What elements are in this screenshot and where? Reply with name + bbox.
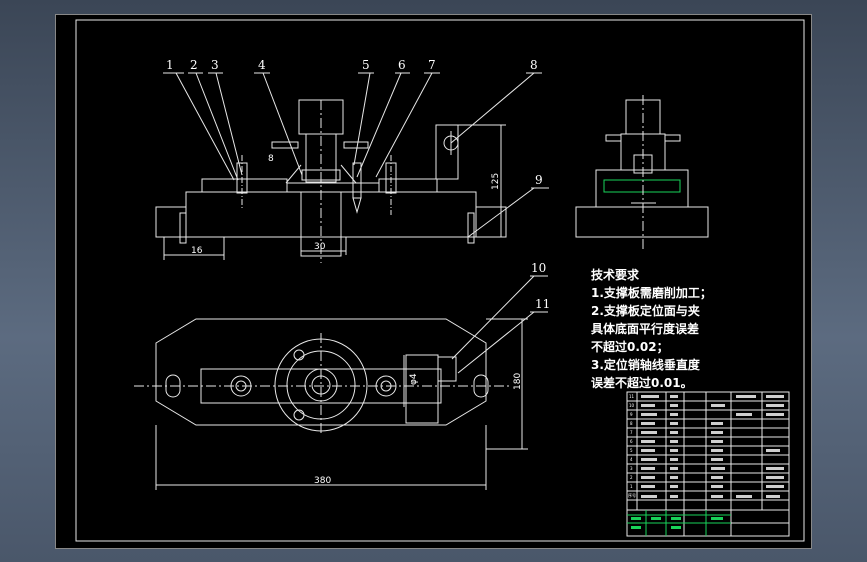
bom-row-11: 11 xyxy=(629,394,635,399)
bom-row-2: 2 xyxy=(630,475,633,480)
tech-line-3: 具体底面平行度误差 xyxy=(591,321,699,336)
bom-row-1: 1 xyxy=(630,484,633,489)
dim-left: 16 xyxy=(191,246,203,256)
label-11: 11 xyxy=(535,297,550,311)
bom-row-7: 7 xyxy=(630,430,633,435)
bom-row-4: 4 xyxy=(630,457,633,462)
tech-line-2: 2.支撑板定位面与夹 xyxy=(591,303,700,318)
label-4: 4 xyxy=(258,58,266,72)
top-view xyxy=(134,318,528,490)
inner-border xyxy=(75,19,805,542)
label-2: 2 xyxy=(190,58,198,72)
tech-title: 技术要求 xyxy=(591,267,640,282)
dim-mid: 30 xyxy=(314,242,326,252)
tech-line-6: 误差不超过0.01。 xyxy=(591,375,693,390)
bom-row-8: 8 xyxy=(630,421,633,426)
dim-width: 180 xyxy=(513,373,523,390)
leader-lines xyxy=(163,72,549,374)
bom-row-6: 6 xyxy=(630,439,633,444)
label-3: 3 xyxy=(211,58,219,72)
label-5: 5 xyxy=(362,58,370,72)
drawing-sheet: 1 2 3 4 5 6 7 8 9 10 11 8 16 30 125 xyxy=(55,14,812,549)
label-6: 6 xyxy=(398,58,406,72)
part-labels: 1 2 3 4 5 6 7 8 9 10 11 xyxy=(166,58,550,311)
label-9: 9 xyxy=(535,173,543,187)
front-section-view xyxy=(155,99,507,263)
tech-line-1: 1.支撑板需磨削加工； xyxy=(591,285,712,300)
bom-row-10: 10 xyxy=(629,403,635,408)
bom-row-3: 3 xyxy=(630,466,633,471)
dim-height: 125 xyxy=(491,173,501,190)
dim-bore: φ4 xyxy=(409,373,419,385)
label-1: 1 xyxy=(166,58,174,72)
tech-line-4: 不超过0.02； xyxy=(591,339,669,354)
side-view xyxy=(575,95,709,250)
bom-row-5: 5 xyxy=(630,448,633,453)
dim-top-small: 8 xyxy=(268,154,274,164)
tech-line-5: 3.定位销轴线垂直度 xyxy=(591,357,701,372)
title-block: 11 10 9 8 7 6 5 4 3 2 1 序号 xyxy=(626,391,790,537)
tech-requirements: 技术要求 1.支撑板需磨削加工； 2.支撑板定位面与夹 具体底面平行度误差 不超… xyxy=(591,267,712,390)
bom-row-9: 9 xyxy=(630,412,633,417)
dim-length: 380 xyxy=(314,476,331,486)
cad-drawing: 1 2 3 4 5 6 7 8 9 10 11 8 16 30 125 xyxy=(75,19,805,542)
label-8: 8 xyxy=(530,58,538,72)
label-7: 7 xyxy=(428,58,436,72)
bom-header: 序号 xyxy=(628,492,636,498)
label-10: 10 xyxy=(531,261,546,275)
